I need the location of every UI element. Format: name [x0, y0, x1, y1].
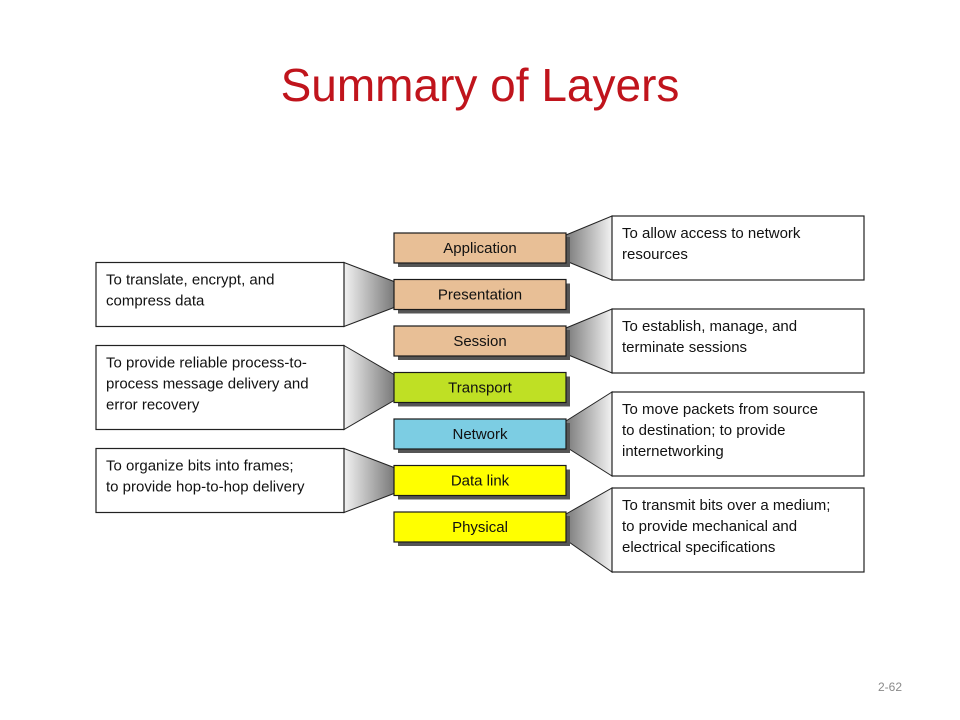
connector-session — [565, 308, 613, 374]
description-box-application — [611, 215, 865, 281]
description-box-session — [611, 308, 865, 374]
layer-label-network: Network — [452, 426, 508, 443]
layer-label-data-link: Data link — [451, 473, 510, 490]
layer-label-application: Application — [443, 240, 516, 257]
description-box-data-link — [95, 447, 345, 514]
layer-box-application — [393, 232, 567, 264]
layer-box-data-link — [393, 464, 567, 497]
description-box-physical — [611, 487, 865, 573]
description-line-data-link: to provide hop-to-hop delivery — [106, 479, 305, 496]
description-box-transport — [95, 344, 345, 431]
description-line-application: resources — [622, 246, 688, 263]
connector-network — [565, 391, 613, 477]
connector-physical — [565, 487, 613, 573]
description-line-transport: error recovery — [106, 397, 200, 414]
layer-label-session: Session — [453, 333, 506, 350]
description-line-presentation: compress data — [106, 293, 205, 310]
description-line-transport: process message delivery and — [106, 376, 309, 393]
layer-box-group: ApplicationPresentationSessionTransportN… — [393, 232, 570, 546]
layer-box-presentation — [393, 278, 567, 311]
description-line-session: terminate sessions — [622, 339, 747, 356]
connector-data-link — [343, 447, 395, 514]
description-line-application: To allow access to network — [622, 225, 801, 242]
description-line-network: internetworking — [622, 443, 724, 460]
layer-label-presentation: Presentation — [438, 287, 522, 304]
layer-box-network — [393, 418, 567, 450]
slide-title: Summary of Layers — [280, 59, 680, 111]
layer-box-session — [393, 325, 567, 357]
description-line-physical: To transmit bits over a medium; — [622, 497, 830, 514]
description-box-network — [611, 391, 865, 477]
layer-box-transport — [393, 371, 567, 404]
layer-box-physical — [393, 511, 567, 543]
description-line-presentation: To translate, encrypt, and — [106, 272, 274, 289]
description-line-transport: To provide reliable process-to- — [106, 355, 307, 372]
description-line-session: To establish, manage, and — [622, 318, 797, 335]
description-line-network: To move packets from source — [622, 401, 818, 418]
layer-label-physical: Physical — [452, 519, 508, 536]
description-box-presentation — [95, 261, 345, 328]
connector-transport — [343, 344, 395, 431]
page-number: 2-62 — [877, 680, 902, 694]
description-line-physical: to provide mechanical and — [622, 518, 797, 535]
description-box-group: To allow access to network resources To tr… — [95, 215, 865, 573]
connector-presentation — [343, 261, 395, 328]
layer-label-transport: Transport — [448, 380, 512, 397]
description-line-network: to destination; to provide — [622, 422, 785, 439]
description-line-physical: electrical specifications — [622, 539, 775, 556]
connector-application — [565, 215, 613, 281]
description-line-data-link: To organize bits into frames; — [106, 458, 294, 475]
